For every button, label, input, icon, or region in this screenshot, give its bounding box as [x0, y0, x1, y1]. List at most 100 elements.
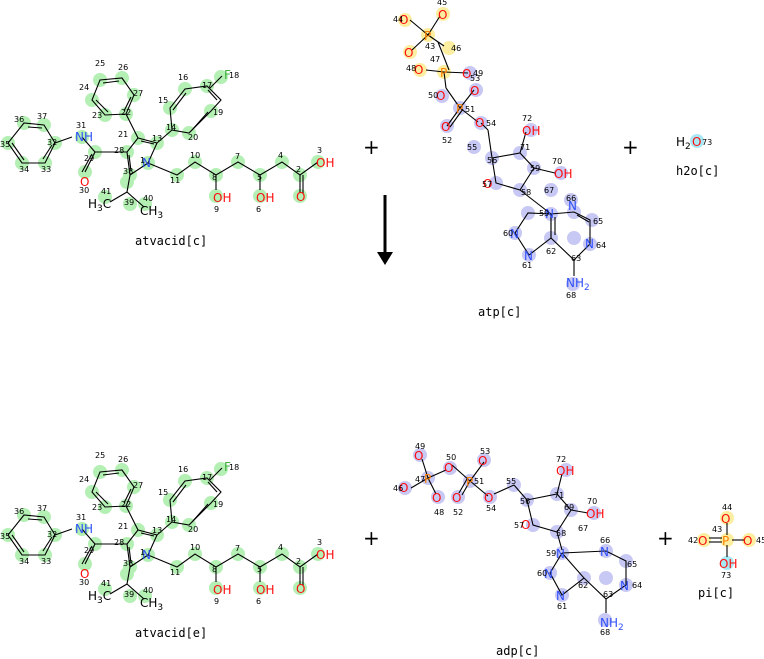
svg-text:N: N: [545, 207, 554, 221]
svg-text:P: P: [440, 66, 447, 80]
svg-text:P: P: [722, 534, 729, 548]
svg-text:66: 66: [566, 194, 576, 203]
svg-text:N: N: [620, 579, 629, 593]
svg-text:O: O: [462, 67, 471, 81]
svg-text:47: 47: [430, 55, 440, 64]
svg-text:70: 70: [587, 497, 597, 506]
svg-text:54: 54: [486, 504, 496, 513]
svg-text:73: 73: [721, 571, 731, 580]
svg-text:50: 50: [446, 453, 456, 462]
plus-sign-4: +: [657, 526, 674, 550]
svg-text:O: O: [470, 84, 479, 98]
svg-text:49: 49: [415, 442, 425, 451]
plus-sign-3: +: [363, 526, 380, 550]
svg-text:67: 67: [578, 524, 588, 533]
svg-text:O: O: [444, 461, 453, 475]
h2o-structure: H 2 O 73: [676, 134, 712, 152]
svg-text:N: N: [585, 237, 594, 251]
svg-text:56: 56: [487, 156, 497, 165]
svg-text:P: P: [456, 102, 463, 116]
svg-text:69: 69: [564, 503, 574, 512]
svg-text:62: 62: [546, 247, 556, 256]
svg-text:O: O: [438, 8, 447, 22]
pi-c-label: pi[c]: [698, 586, 734, 600]
svg-text:45: 45: [437, 0, 447, 7]
svg-text:45: 45: [756, 536, 764, 545]
svg-text:54: 54: [486, 119, 496, 128]
svg-text:49: 49: [473, 69, 483, 78]
svg-text:61: 61: [522, 261, 532, 270]
svg-text:O: O: [414, 63, 423, 77]
plus-sign-1: +: [363, 135, 380, 159]
svg-text:N: N: [568, 199, 577, 213]
svg-text:44: 44: [393, 15, 403, 24]
svg-text:OH: OH: [522, 124, 540, 138]
svg-text:O: O: [399, 481, 408, 495]
svg-text:55: 55: [467, 143, 477, 152]
svg-text:71: 71: [520, 143, 530, 152]
svg-text:67: 67: [544, 186, 554, 195]
svg-text:N: N: [600, 545, 609, 559]
svg-text:O: O: [432, 491, 441, 505]
svg-text:O: O: [698, 534, 707, 548]
svg-text:O: O: [452, 491, 461, 505]
svg-text:63: 63: [571, 254, 581, 263]
svg-text:63: 63: [603, 590, 613, 599]
svg-text:60: 60: [503, 229, 513, 238]
svg-text:O: O: [441, 120, 450, 134]
svg-text:64: 64: [596, 241, 606, 250]
svg-text:66: 66: [600, 536, 610, 545]
svg-text:N: N: [556, 547, 565, 561]
svg-text:47: 47: [415, 475, 425, 484]
svg-text:O: O: [743, 534, 752, 548]
svg-text:O: O: [692, 135, 701, 149]
svg-text:73: 73: [702, 138, 712, 147]
svg-text:56: 56: [520, 497, 530, 506]
svg-text:62: 62: [578, 581, 588, 590]
svg-text:N: N: [510, 227, 519, 241]
svg-text:65: 65: [627, 560, 637, 569]
svg-text:59: 59: [546, 549, 556, 558]
svg-text:OH: OH: [719, 557, 737, 571]
svg-text:72: 72: [522, 114, 532, 123]
svg-text:OH: OH: [554, 167, 572, 181]
svg-text:48: 48: [406, 64, 416, 73]
svg-text:N: N: [556, 589, 565, 603]
svg-text:O: O: [436, 89, 445, 103]
svg-text:64: 64: [632, 581, 642, 590]
svg-text:NH2: NH2: [566, 276, 590, 293]
svg-text:60: 60: [537, 569, 547, 578]
svg-text:46: 46: [451, 44, 461, 53]
svg-text:68: 68: [600, 628, 610, 637]
svg-text:O: O: [484, 491, 493, 505]
svg-text:65: 65: [593, 217, 603, 226]
svg-text:OH: OH: [586, 507, 604, 521]
svg-text:52: 52: [453, 508, 463, 517]
h2o-c-label: h2o[c]: [676, 164, 719, 178]
svg-text:71: 71: [554, 491, 564, 500]
svg-text:O: O: [478, 454, 487, 468]
svg-text:57: 57: [482, 180, 492, 189]
svg-text:O: O: [475, 116, 484, 130]
atvacid-e-structure: [0, 450, 336, 614]
svg-text:43: 43: [425, 42, 435, 51]
svg-text:O: O: [521, 518, 530, 532]
svg-text:51: 51: [465, 105, 475, 114]
svg-text:72: 72: [556, 455, 566, 464]
adp-c-label: adp[c]: [496, 644, 539, 658]
svg-text:70: 70: [552, 157, 562, 166]
svg-text:P: P: [424, 29, 431, 43]
svg-text:O: O: [483, 177, 492, 191]
svg-text:61: 61: [557, 602, 567, 611]
atp-c-label: atp[c]: [478, 305, 521, 319]
svg-text:59: 59: [530, 164, 540, 173]
svg-text:2: 2: [685, 142, 691, 152]
down-arrow: [377, 195, 393, 265]
svg-text:O: O: [414, 449, 423, 463]
atvacid-c-structure: [0, 58, 336, 222]
svg-text:52: 52: [442, 136, 452, 145]
svg-text:50: 50: [428, 91, 438, 100]
